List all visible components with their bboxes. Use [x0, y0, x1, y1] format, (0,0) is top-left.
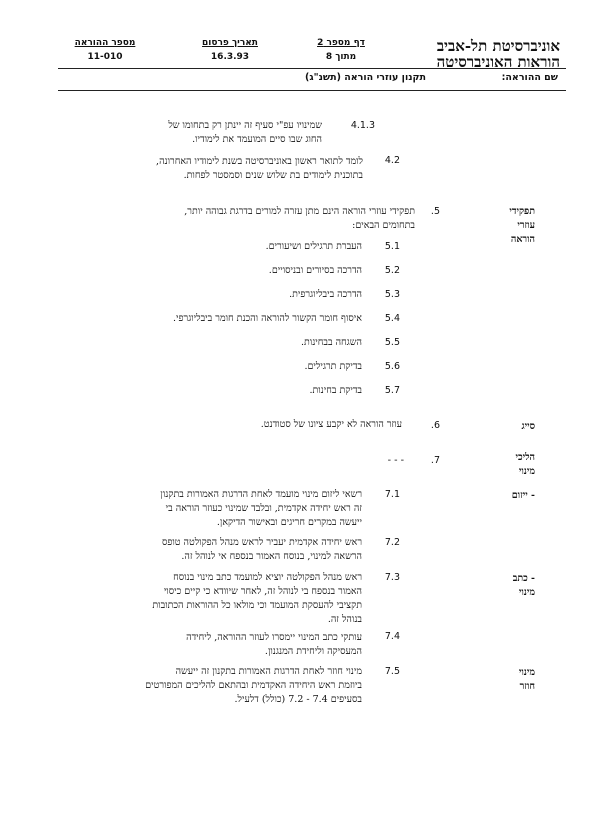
- sub-item-text: הדרכה ביבליוגרפית.: [289, 289, 362, 300]
- text-line: תקציבי להעסקת המועמד וכי מולאו כל ההוראו…: [152, 600, 362, 611]
- page-number-label: דף מספר 2: [300, 38, 382, 48]
- label-line: מינוי: [518, 667, 535, 678]
- order-name-value: תקנון עוזרי הוראה (תשנ"ג): [305, 72, 426, 83]
- university-regulations: הוראות האוניברסיטה: [436, 53, 560, 71]
- text-line: מינוי חוזר לאחת הדרגות האמורות בתקנון זה…: [175, 666, 362, 677]
- sub-item-text: בדיקת בחינות.: [309, 385, 362, 396]
- section-7-number: .7: [430, 455, 440, 466]
- section-7-label: הליכי מינוי: [475, 451, 535, 479]
- label-line: מינוי: [518, 587, 535, 598]
- publish-date-label: תאריך פרסום: [202, 38, 258, 48]
- text-line: תפקידי עוזרי הוראה הינם מתן עזרה למורים …: [184, 206, 415, 217]
- sub-item-number: 5.5: [384, 337, 400, 348]
- sub-item-text: איסוף חומר הקשור להוראה והכנת חומר ביבלי…: [172, 313, 362, 324]
- page-label-text: דף מספר: [326, 38, 365, 48]
- sub-item-number: 7.3: [384, 572, 400, 583]
- label-line: עוזרי: [517, 220, 535, 231]
- sub-item-text: רשאי ליזום מינוי מועמד לאחת הדרגות האמור…: [102, 488, 362, 530]
- label-line: חוזר: [519, 681, 535, 692]
- text-line: בנוהל זה.: [327, 614, 362, 625]
- section-7-dash: - - -: [387, 455, 404, 466]
- text-line: שמינויו עפ"י סעיף זה יינתן רק בתחומו של: [168, 120, 322, 131]
- sub-item-number: 5.2: [384, 265, 400, 276]
- label-line: הליכי: [515, 452, 535, 463]
- sub-item-text: עותקי כתב המינוי יימסרו לעוזר ההוראה, לי…: [102, 631, 362, 659]
- text-line: ראש יחידה אקדמית יעביר לראש מנהל הפקולטה…: [161, 537, 362, 548]
- reappointment-label: מינוי חוזר: [475, 666, 535, 694]
- sub-item-number: 5.7: [384, 385, 400, 396]
- order-number-label: מספר ההוראה: [74, 38, 136, 48]
- page-of-total: מתוך 8: [300, 52, 382, 62]
- order-name-label: שם ההוראה:: [501, 72, 558, 83]
- section-6-number: .6: [430, 420, 440, 431]
- sub-item-number: 7.1: [384, 489, 400, 500]
- label-line: מינוי: [518, 466, 535, 477]
- text-line: ביוזמת ראש היחידה האקדמית ובהתאם להליכים…: [145, 680, 362, 691]
- section-6-label: סייג: [521, 421, 535, 432]
- text-line: המעסיקה וליחידת המנגנון.: [264, 646, 362, 657]
- text-line: בסעיפים 7.4 - 7.2 (כולל) דלעיל.: [234, 694, 362, 705]
- item-text: שמינויו עפ"י סעיף זה יינתן רק בתחומו של …: [102, 119, 322, 147]
- sub-item-text: בדיקת תרגילים.: [304, 361, 362, 372]
- label-line: תפקידי: [509, 206, 535, 217]
- sub-item-text: מינוי חוזר לאחת הדרגות האמורות בתקנון זה…: [92, 665, 362, 707]
- sub-item-number: 5.1: [384, 241, 400, 252]
- text-line: בתחומים הבאים:: [352, 220, 415, 231]
- sub-item-number: 5.4: [384, 313, 400, 324]
- sub-item-text: הדרכה בסיורים ובניסויים.: [268, 265, 362, 276]
- text-line: עותקי כתב המינוי יימסרו לעוזר ההוראה, לי…: [186, 632, 362, 643]
- of-label: מתוך: [335, 52, 357, 62]
- text-line: זה ראש יחידה אקדמית, ובלבד שמינוי כעוזר …: [165, 503, 362, 514]
- university-name: אוניברסיטת תל-אביב: [436, 37, 560, 55]
- sub-item-text: השגחה בבחינות.: [300, 337, 362, 348]
- section-5-number: .5: [430, 206, 440, 217]
- text-line: ראש מנהל הפקולטה יוציא למועמד כתב מינוי …: [173, 572, 362, 583]
- sub-item-number: 7.2: [384, 537, 400, 548]
- item-text: לומד לתואר ראשון באוניברסיטה בשנת לימודי…: [103, 155, 363, 183]
- sub-item-text: העברת תרגילים ושיעורים.: [265, 241, 362, 252]
- sub-item-number: 5.3: [384, 289, 400, 300]
- appointment-letter-label: - כתב מינוי: [475, 572, 535, 600]
- text-line: הרשאה למינוי, בנוסח האמור בנספח אי לנוהל…: [181, 551, 362, 562]
- text-line: לומד לתואר ראשון באוניברסיטה בשנת לימודי…: [156, 156, 363, 167]
- text-line: האמור בנספח בי לנוהל זה, לאחר שיוודא כי …: [163, 586, 362, 597]
- sub-item-text: ראש מנהל הפקולטה יוציא למועמד כתב מינוי …: [102, 571, 362, 627]
- sub-item-number: 7.4: [384, 631, 400, 642]
- of-number: 8: [325, 52, 333, 62]
- section-6-text: עוזר הוראה לא יקבע ציונו של סטודנט.: [260, 419, 402, 430]
- text-line: ייעשה במקרים חריגים ובאישור הדיקאן.: [216, 517, 362, 528]
- order-number-value: 11-010: [87, 52, 123, 62]
- sub-item-text: ראש יחידה אקדמית יעביר לראש מנהל הפקולטה…: [102, 536, 362, 564]
- label-line: הוראה: [510, 234, 535, 245]
- publish-date-value: 16.3.93: [210, 52, 250, 62]
- section-5-label: תפקידי עוזרי הוראה: [475, 205, 535, 247]
- sub-item-number: 7.5: [384, 666, 400, 677]
- page-number-value: 2: [317, 38, 324, 48]
- text-line: החוג שבו סיים המועמד את לימודיו.: [192, 134, 322, 145]
- sub-item-number: 5.6: [384, 361, 400, 372]
- initiation-label: - ייזום: [511, 490, 535, 501]
- item-number: 4.2: [384, 155, 400, 166]
- text-line: רשאי ליזום מינוי מועמד לאחת הדרגות האמור…: [160, 489, 362, 500]
- text-line: בתוכנית לימודים בת שלוש שנים וסמסטר לפחו…: [183, 170, 363, 181]
- label-line: - כתב: [512, 573, 535, 584]
- header-rule-top: [58, 68, 566, 69]
- item-number: 4.1.3: [350, 120, 375, 131]
- header-rule-bottom: [58, 90, 566, 91]
- section-5-text: תפקידי עוזרי הוראה הינם מתן עזרה למורים …: [105, 205, 415, 233]
